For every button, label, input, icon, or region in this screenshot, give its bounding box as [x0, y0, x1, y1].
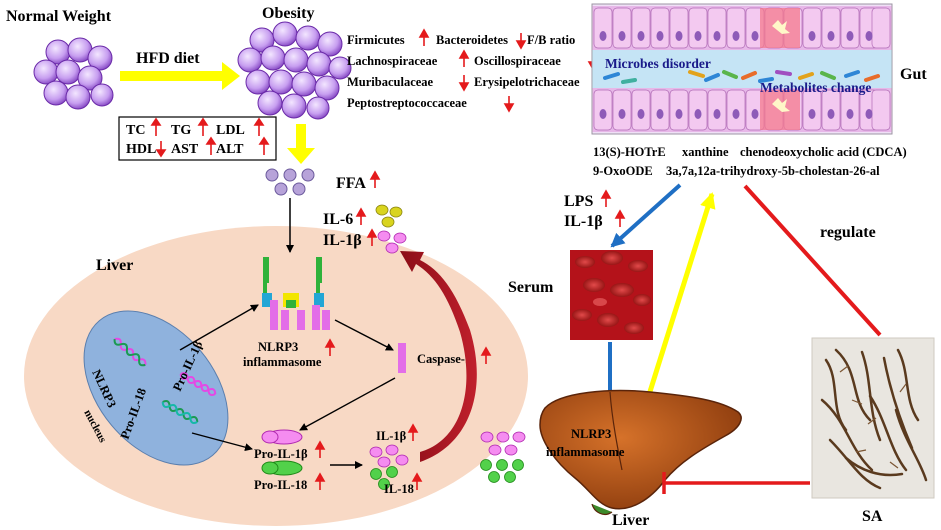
- serum-up-arrows: [600, 189, 626, 227]
- gut-top-epithelium: [592, 6, 892, 50]
- obesity-label: Obesity: [262, 5, 314, 22]
- hdl-label: HDL: [126, 142, 156, 157]
- obesity-cells: [237, 21, 352, 120]
- metabolite-cdca: chenodeoxycholic acid (CDCA): [740, 145, 907, 159]
- gut-illustration: [591, 3, 893, 135]
- il6-label: IL-6: [323, 211, 353, 228]
- lipid-down-arrow: [155, 141, 167, 158]
- il1b-particles-top: [377, 230, 407, 254]
- ffa-label: FFA: [336, 175, 366, 192]
- peptostreptococcaceae-label: Peptostreptococcaceae: [347, 96, 467, 110]
- nlrp3-complex-label: NLRP3: [258, 340, 298, 354]
- il-top-up-arrows: [355, 207, 378, 246]
- regulate-label: regulate: [820, 224, 876, 241]
- il1b-mature-label: IL-1β: [376, 429, 407, 443]
- hfd-arrow: [120, 62, 240, 90]
- sa-herb-image: [811, 337, 935, 499]
- lipid-panel: TC TG LDL HDL AST ALT: [118, 116, 277, 161]
- bacteroidetes-label: Bacteroidetes: [436, 33, 508, 47]
- liver-inflammasome-label: inflammasome: [546, 445, 625, 459]
- sa-label: SA: [862, 508, 883, 525]
- pro-il18-shape: [261, 460, 303, 476]
- microbes-disorder-label: Microbes disorder: [605, 56, 711, 71]
- gut-to-serum-arrow: [610, 183, 682, 248]
- gut-bacteria: [603, 70, 880, 84]
- caspase-1-shape: [398, 343, 406, 373]
- liver-organ-label: Liver: [612, 512, 649, 529]
- caspase-up-arrow: [480, 346, 492, 364]
- nucleus-to-pro-il-arrow: [191, 432, 253, 452]
- normal-weight-cells: [33, 37, 114, 110]
- pro-il-up-arrows: [314, 440, 326, 490]
- erysipelotrichaceae-label: Erysipelotrichaceae: [474, 75, 580, 89]
- metabolite-cholestan: 3a,7a,12a-trihydroxy-5b-cholestan-26-al: [666, 164, 880, 178]
- metabolite-list: 13(S)-HOTrE xanthine chenodeoxycholic ac…: [593, 145, 907, 178]
- released-cytokines: [480, 431, 526, 483]
- caspase-1-label: Caspase-1: [417, 352, 471, 366]
- metabolites-change-label: Metabolites change: [760, 80, 871, 95]
- inflammasome-to-caspase-arrow: [334, 319, 394, 351]
- serum-blood-image: [570, 250, 653, 340]
- dna-strands: [113, 337, 217, 424]
- liver-to-gut-arrow: [645, 192, 716, 399]
- hfd-diet-label: HFD diet: [136, 50, 200, 67]
- ast-label: AST: [171, 142, 199, 157]
- ffa-particles: [265, 168, 315, 196]
- oscillospiraceae-label: Oscillospiraceae: [474, 54, 561, 68]
- nlrp3-up-arrow: [324, 338, 336, 356]
- nlrp3-inflammasome-complex: [262, 257, 330, 330]
- lps-label: LPS: [564, 193, 593, 210]
- liver-panel-label: Liver: [96, 257, 133, 274]
- ldl-label: LDL: [216, 123, 245, 138]
- lipid-up-arrows: [150, 117, 270, 155]
- microbe-list: Firmicutes Bacteroidetes F/B ratio Lachn…: [347, 33, 580, 110]
- il1b-serum-label: IL-1β: [564, 213, 603, 230]
- muribaculaceae-label: Muribaculaceae: [347, 75, 434, 89]
- serum-label: Serum: [508, 279, 554, 296]
- caspase-to-pro-arrow: [299, 377, 396, 431]
- liver-nlrp3-label: NLRP3: [571, 427, 611, 441]
- il18-mature-label: IL-18: [384, 482, 414, 496]
- pro-il1b-label: Pro-IL-1β: [254, 447, 308, 461]
- alt-label: ALT: [216, 142, 244, 157]
- feedback-arc-arrow: [400, 251, 477, 462]
- il1b-mature-particles: [369, 444, 409, 468]
- il6-particles: [375, 204, 403, 228]
- il1b-top-label: IL-1β: [323, 232, 362, 249]
- metabolite-9-oxoode: 9-OxoODE: [593, 164, 653, 178]
- nucleus-to-inflammasome-arrow: [179, 304, 259, 351]
- il18-mature-particles: [370, 466, 398, 490]
- gut-label: Gut: [900, 66, 927, 83]
- tc-label: TC: [126, 123, 145, 138]
- lachnospiraceae-label: Lachnospiraceae: [347, 54, 438, 68]
- gut-bottom-epithelium: [592, 88, 892, 132]
- liver-organ: [539, 389, 742, 516]
- fb-ratio-label: F/B ratio: [527, 33, 575, 47]
- ffa-up-arrow: [369, 170, 381, 188]
- sa-inhibits-liver: [662, 472, 810, 494]
- nucleus: [83, 310, 229, 466]
- il-mature-up-arrows: [407, 423, 423, 490]
- metabolite-13s-hotre: 13(S)-HOTrE: [593, 145, 666, 159]
- pro-il18-label: Pro-IL-18: [254, 478, 307, 492]
- metabolite-xanthine: xanthine: [682, 145, 729, 159]
- tg-label: TG: [171, 123, 191, 138]
- obesity-to-ffa-arrow: [287, 124, 315, 164]
- firmicutes-label: Firmicutes: [347, 33, 405, 47]
- sa-to-gut-line: [743, 184, 882, 337]
- normal-weight-label: Normal Weight: [6, 8, 112, 25]
- inflammasome-complex-label: inflammasome: [243, 355, 322, 369]
- pro-il1b-shape: [261, 429, 303, 445]
